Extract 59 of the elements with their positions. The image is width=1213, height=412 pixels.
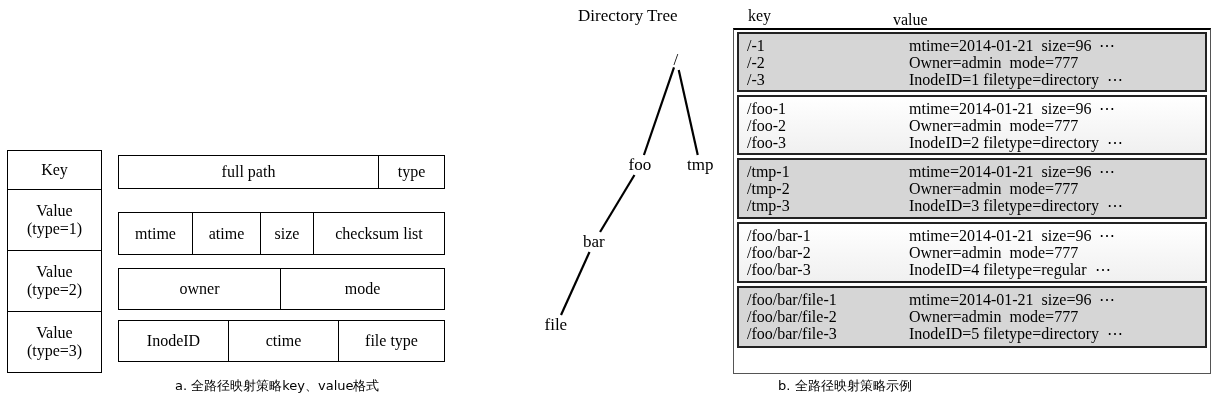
panel-title: Directory Tree (578, 8, 678, 24)
row-header-cell: Key (7, 150, 102, 190)
tree-node-label: file (544, 315, 568, 335)
value-text: mtime=2014-01-21 size=96 ⋯ (909, 164, 1116, 180)
value-text: mtime=2014-01-21 size=96 ⋯ (909, 292, 1116, 308)
key-text: /-2 (747, 55, 765, 71)
field-cell: checksum list (313, 212, 445, 255)
tree-branch (599, 174, 636, 233)
value-text: Owner=admin mode=777 (909, 245, 1079, 261)
key-text: /foo-3 (747, 135, 787, 151)
key-text: /foo/bar-1 (747, 228, 811, 244)
value-text: mtime=2014-01-21 size=96 ⋯ (909, 101, 1116, 117)
column-header: key (748, 8, 772, 24)
key-text: /-3 (747, 72, 765, 88)
key-text: /foo/bar-2 (747, 245, 811, 261)
field-cell: InodeID (118, 320, 229, 362)
key-text: /foo/bar-3 (747, 262, 811, 278)
value-text: mtime=2014-01-21 size=96 ⋯ (909, 38, 1116, 54)
tree-node-label: foo (628, 155, 652, 175)
field-cell: file type (338, 320, 445, 362)
row-header-cell: Value (type=2) (7, 250, 102, 312)
value-text: InodeID=2 filetype=directory ⋯ (909, 135, 1123, 151)
field-cell: ctime (228, 320, 339, 362)
key-text: /foo/bar/file-2 (747, 309, 837, 325)
value-text: InodeID=3 filetype=directory ⋯ (909, 198, 1123, 214)
key-text: /foo/bar/file-1 (747, 292, 837, 308)
field-cell: mode (280, 268, 445, 310)
tree-branch (642, 66, 676, 156)
figure-caption: b. 全路径映射策略示例 (778, 377, 912, 395)
key-text: /-1 (747, 38, 765, 54)
column-header: value (893, 12, 928, 28)
field-cell: owner (118, 268, 281, 310)
figure-caption: a. 全路径映射策略key、value格式 (175, 377, 380, 395)
value-text: Owner=admin mode=777 (909, 118, 1079, 134)
value-text: InodeID=4 filetype=regular ⋯ (909, 262, 1111, 278)
value-text: Owner=admin mode=777 (909, 181, 1079, 197)
value-text: InodeID=5 filetype=directory ⋯ (909, 326, 1123, 342)
field-cell: atime (192, 212, 261, 255)
tree-branch (677, 69, 699, 156)
value-text: mtime=2014-01-21 size=96 ⋯ (909, 228, 1116, 244)
key-text: /foo/bar/file-3 (747, 326, 837, 342)
key-text: /foo-2 (747, 118, 787, 134)
key-text: /tmp-2 (747, 181, 790, 197)
key-text: /foo-1 (747, 101, 787, 117)
tree-node-label: / (673, 50, 679, 70)
value-text: InodeID=1 filetype=directory ⋯ (909, 72, 1123, 88)
row-header-cell: Value (type=3) (7, 311, 102, 373)
field-cell: size (260, 212, 314, 255)
field-cell: full path (118, 155, 379, 189)
key-text: /tmp-1 (747, 164, 790, 180)
value-text: Owner=admin mode=777 (909, 309, 1079, 325)
value-text: Owner=admin mode=777 (909, 55, 1079, 71)
tree-node-label: tmp (687, 155, 714, 175)
tree-branch (560, 251, 591, 316)
tree-node-label: bar (583, 232, 605, 252)
key-text: /tmp-3 (747, 198, 790, 214)
field-cell: mtime (118, 212, 193, 255)
row-header-cell: Value (type=1) (7, 189, 102, 251)
field-cell: type (378, 155, 445, 189)
